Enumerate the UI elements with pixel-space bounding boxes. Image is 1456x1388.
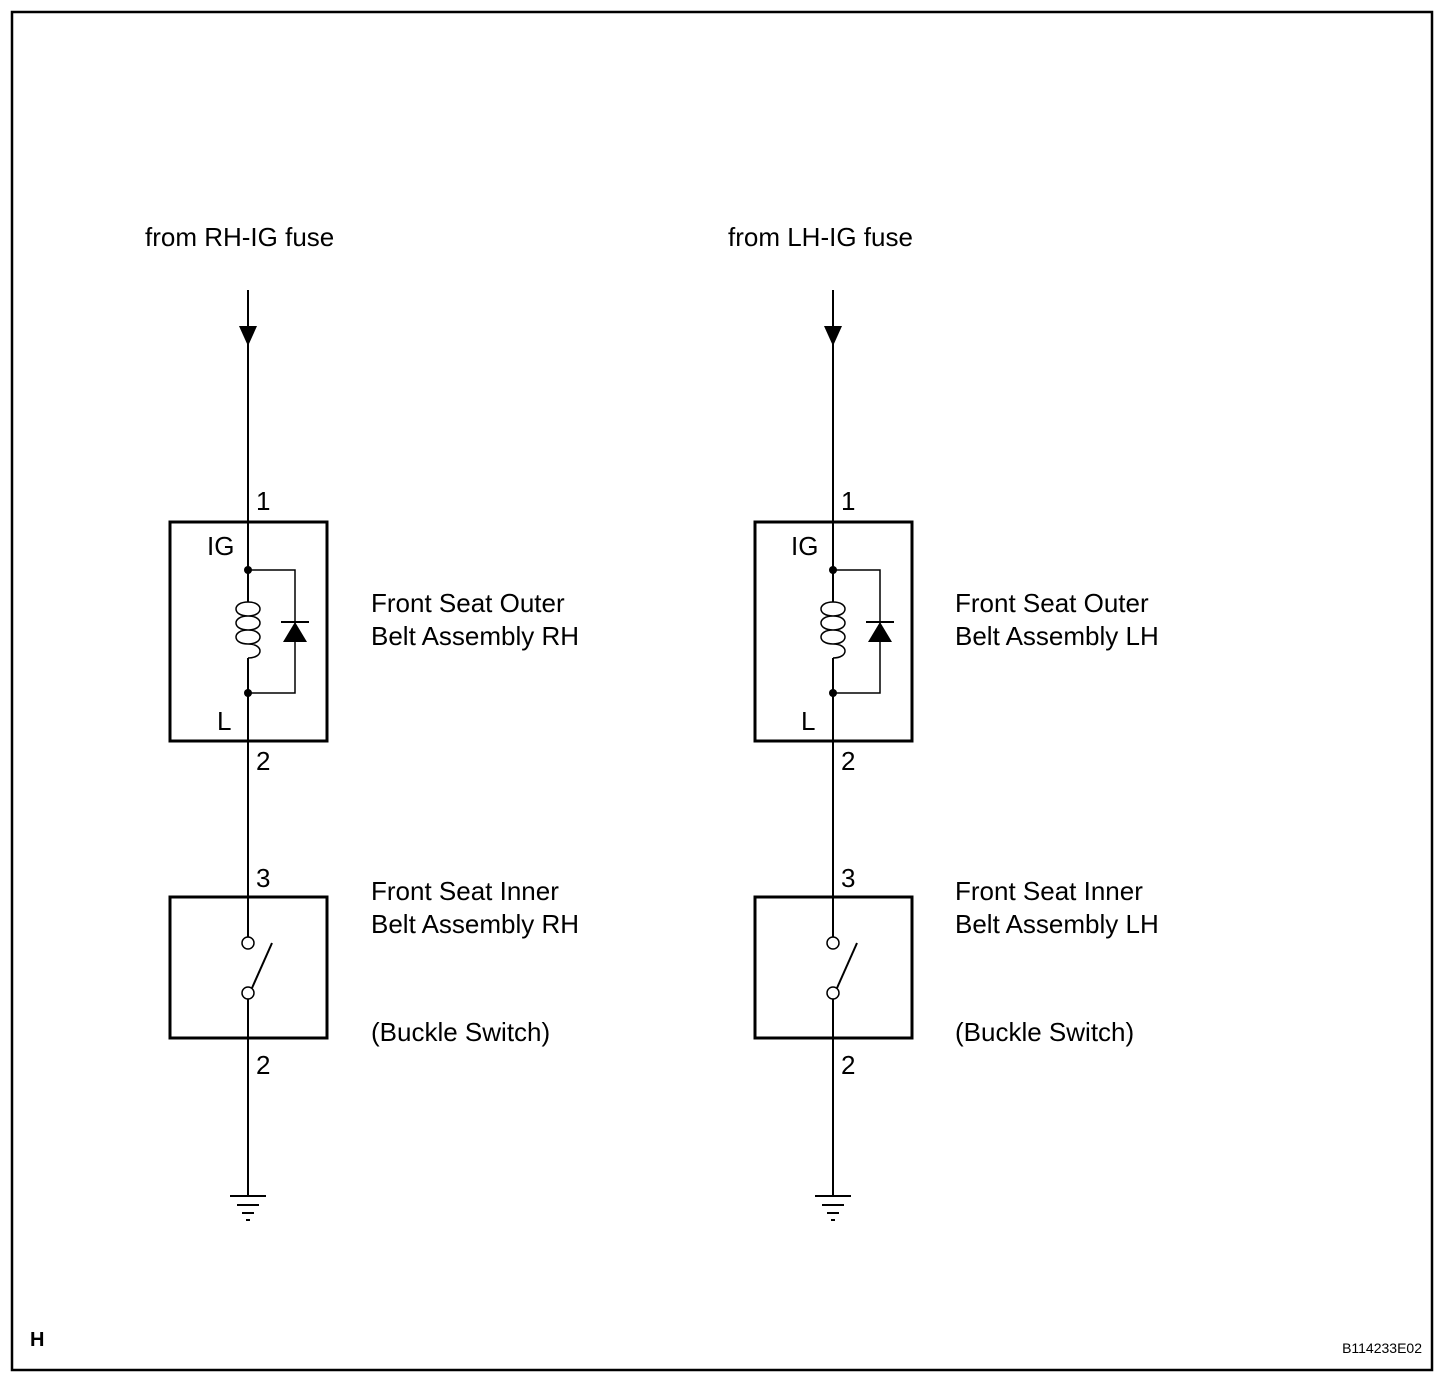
- rh-pin-1: 1: [256, 486, 270, 516]
- rh-pin-3: 3: [256, 863, 270, 893]
- rh-source-label: from RH-IG fuse: [145, 222, 334, 252]
- lh-ground-icon: [815, 1195, 851, 1221]
- lh-terminal-ig: IG: [791, 531, 818, 561]
- lh-switch-note: (Buckle Switch): [955, 1017, 1134, 1047]
- lh-outer-belt-line1: Front Seat Outer: [955, 588, 1149, 618]
- rh-outer-belt-line1: Front Seat Outer: [371, 588, 565, 618]
- lh-diode-icon: [868, 622, 892, 642]
- rh-switch-contact-bottom: [241, 986, 255, 1000]
- figure-code: B114233E02: [1342, 1340, 1422, 1356]
- lh-switch-contact-bottom: [826, 986, 840, 1000]
- lh-switch-lever-icon: [836, 942, 858, 989]
- lh-outer-belt-line2: Belt Assembly LH: [955, 621, 1159, 651]
- rh-inner-belt-line2: Belt Assembly RH: [371, 909, 579, 939]
- lh-terminal-l: L: [801, 706, 815, 736]
- rh-outer-belt-line2: Belt Assembly RH: [371, 621, 579, 651]
- rh-ground-icon: [230, 1195, 266, 1221]
- lh-pin-3: 3: [841, 863, 855, 893]
- lh-arrow-icon: [824, 326, 842, 346]
- lh-coil-icon: [820, 601, 846, 659]
- rh-arrow-icon: [239, 326, 257, 346]
- rh-terminal-ig: IG: [207, 531, 234, 561]
- lh-inner-belt-line1: Front Seat Inner: [955, 876, 1143, 906]
- rh-switch-note: (Buckle Switch): [371, 1017, 550, 1047]
- rh-inner-belt-line1: Front Seat Inner: [371, 876, 559, 906]
- circuit-lh: from LH-IG fuse 1 IG L Front Seat Outer …: [728, 222, 1159, 1221]
- rh-terminal-l: L: [217, 706, 231, 736]
- lh-inner-belt-line2: Belt Assembly LH: [955, 909, 1159, 939]
- lh-pin-2-mid: 2: [841, 746, 855, 776]
- rh-pin-2-bottom: 2: [256, 1050, 270, 1080]
- lh-switch-contact-top: [826, 936, 840, 950]
- corner-mark: H: [30, 1329, 44, 1351]
- diagram-frame: [10, 10, 1434, 1372]
- lh-pin-2-bottom: 2: [841, 1050, 855, 1080]
- lh-source-label: from LH-IG fuse: [728, 222, 913, 252]
- rh-coil-icon: [235, 601, 261, 659]
- rh-switch-lever-icon: [251, 942, 273, 989]
- circuit-rh: from RH-IG fuse 1 IG L Front Seat Outer …: [145, 222, 579, 1221]
- rh-diode-icon: [283, 622, 307, 642]
- lh-pin-1: 1: [841, 486, 855, 516]
- rh-pin-2-mid: 2: [256, 746, 270, 776]
- rh-switch-contact-top: [241, 936, 255, 950]
